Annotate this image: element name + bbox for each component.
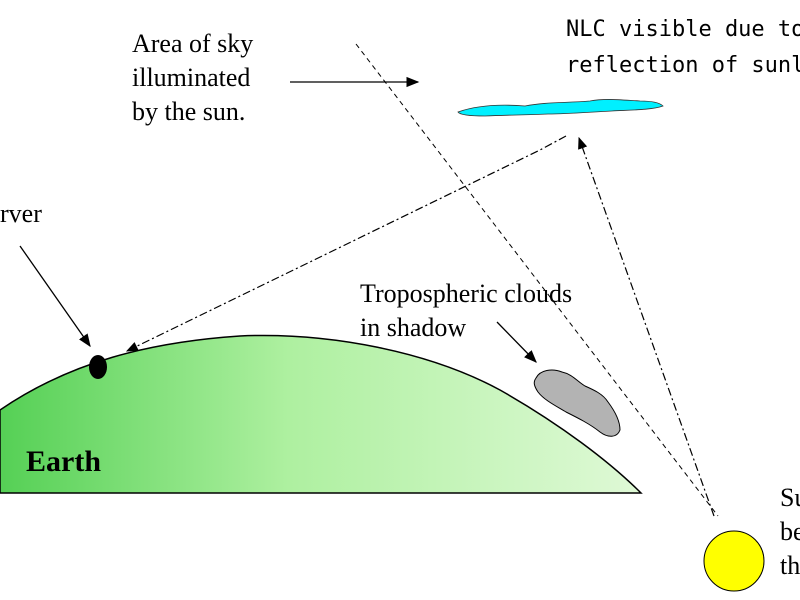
observer-label: rver: [0, 199, 42, 228]
sun-label-line2: be: [780, 517, 800, 546]
observer-dot: [89, 355, 107, 379]
nlc-label-line2: reflection of sunlig: [566, 53, 800, 78]
observer-arrow: [19, 245, 91, 348]
sun-label-line1: Su: [780, 483, 800, 512]
earth-label: Earth: [26, 445, 101, 478]
tropo-label-line1: Tropospheric clouds: [360, 279, 572, 308]
earth-shape: [0, 334, 643, 494]
tropospheric-cloud: [533, 369, 621, 437]
sky-area-label-line1: Area of sky: [132, 29, 253, 58]
nlc-label-line1: NLC visible due to: [566, 17, 800, 42]
sun: [703, 530, 765, 592]
sun-to-nlc-ray: [578, 136, 715, 517]
nlc-to-observer-ray: [125, 135, 567, 352]
sunlight-boundary-line: [355, 43, 719, 517]
tropo-label-line2: in shadow: [360, 313, 466, 342]
tropo-arrow: [496, 321, 537, 363]
sky-area-label-line2: illuminated: [132, 63, 250, 92]
sun-label-line3: th: [780, 551, 800, 580]
nlc-cloud: [457, 99, 664, 117]
sky-area-label-line3: by the sun.: [132, 97, 245, 126]
